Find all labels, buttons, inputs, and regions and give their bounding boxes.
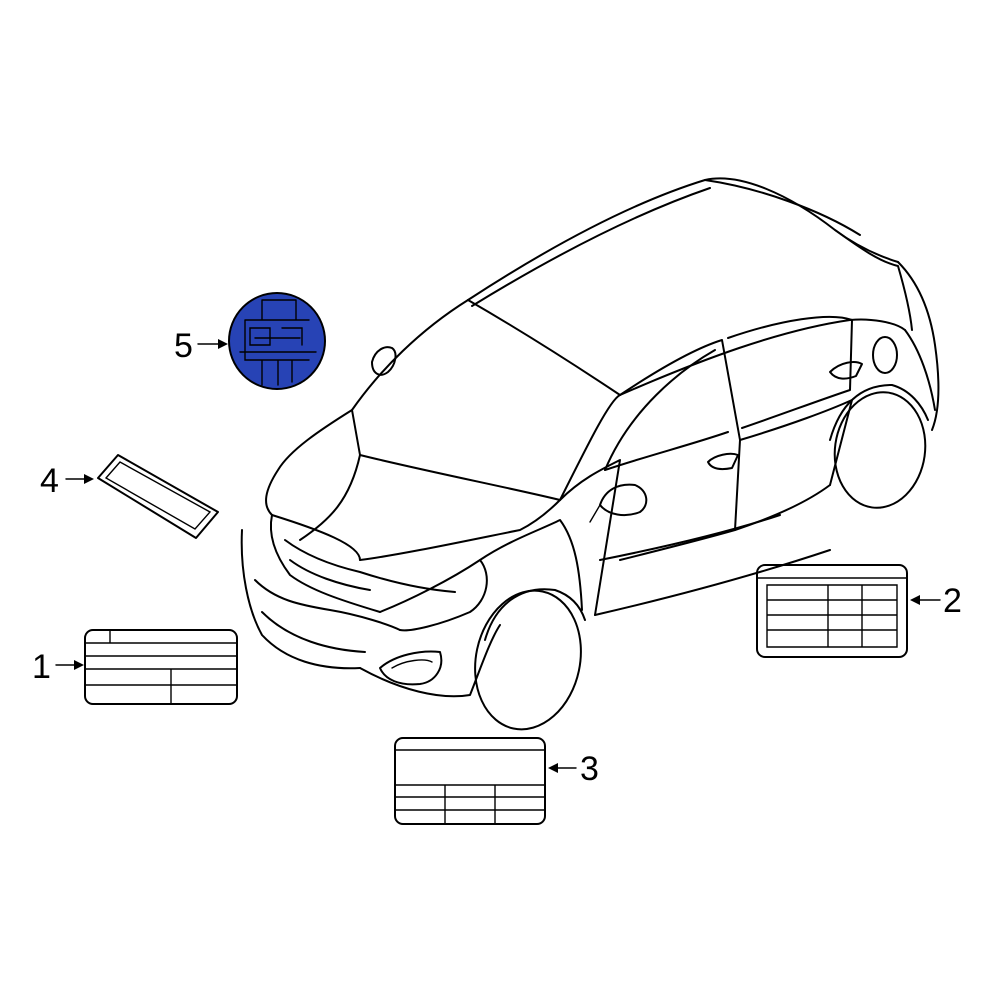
vehicle-outline: [240, 177, 940, 731]
label-part-1: [84, 629, 238, 705]
callout-number-5: 5: [174, 327, 193, 365]
callout-1: 1: [32, 648, 84, 686]
callout-5: 5: [174, 327, 228, 365]
callout-number-2: 2: [943, 582, 962, 620]
label-part-5: [228, 292, 326, 390]
callout-number-3: 3: [580, 750, 599, 788]
label-part-4: [97, 454, 219, 539]
callout-3: 3: [548, 750, 599, 788]
label-part-3: [394, 737, 546, 825]
label-part-2: [756, 564, 908, 658]
callout-number-4: 4: [40, 462, 59, 500]
callout-4: 4: [40, 462, 94, 500]
callout-2: 2: [910, 582, 962, 620]
callout-number-1: 1: [32, 648, 51, 686]
